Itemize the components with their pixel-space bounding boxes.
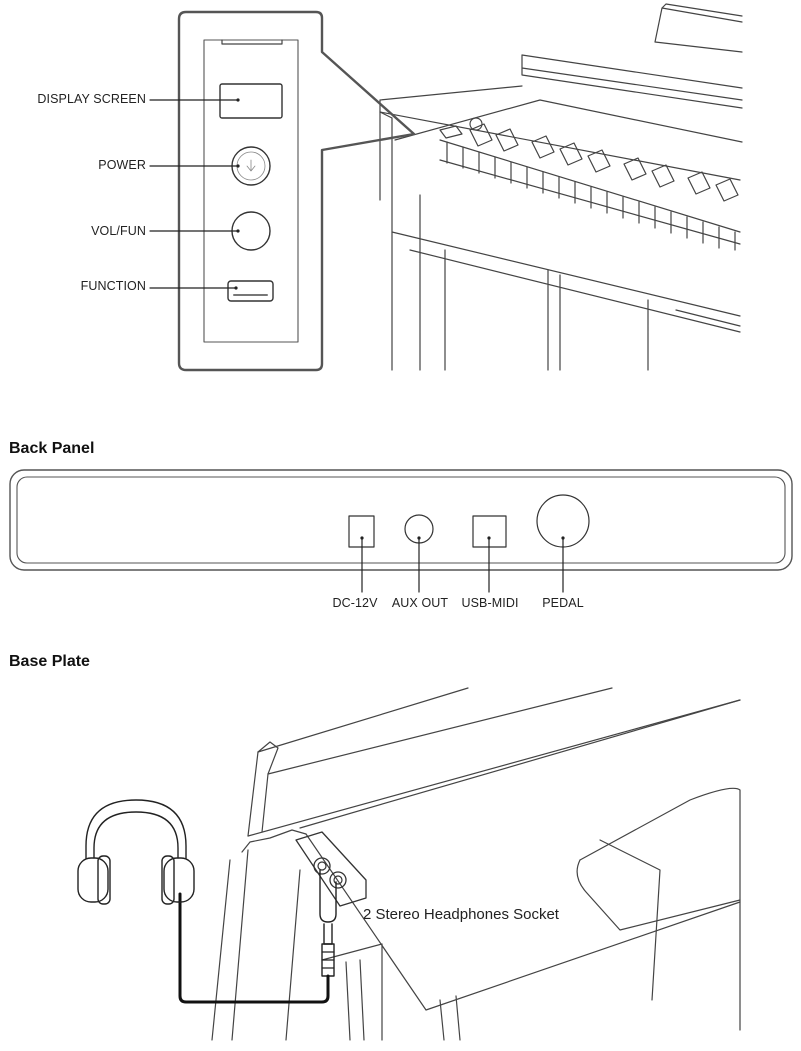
base-plate-sketch [77,687,741,1041]
function-button [227,280,274,302]
dc-12v-label: DC-12V [332,596,378,610]
piano-sketch [379,3,743,371]
function-label: FUNCTION [80,279,146,293]
display-screen [219,83,283,119]
back-panel-title: Back Panel [9,440,95,457]
display-screen-label: DISPLAY SCREEN [37,92,146,106]
control-panel-callout [149,10,416,372]
back-panel-diagram [9,469,793,593]
vol-fun-label: VOL/FUN [91,224,146,238]
headphones-socket-label: 2 Stereo Headphones Socket [363,906,559,923]
base-plate-title: Base Plate [9,653,90,670]
headphones-illustration [77,799,195,905]
pedal-label: PEDAL [542,596,584,610]
power-label: POWER [98,158,146,172]
aux-out-label: AUX OUT [391,596,449,610]
usb-midi-label: USB-MIDI [461,596,519,610]
headphone-socket-plate [295,831,367,907]
